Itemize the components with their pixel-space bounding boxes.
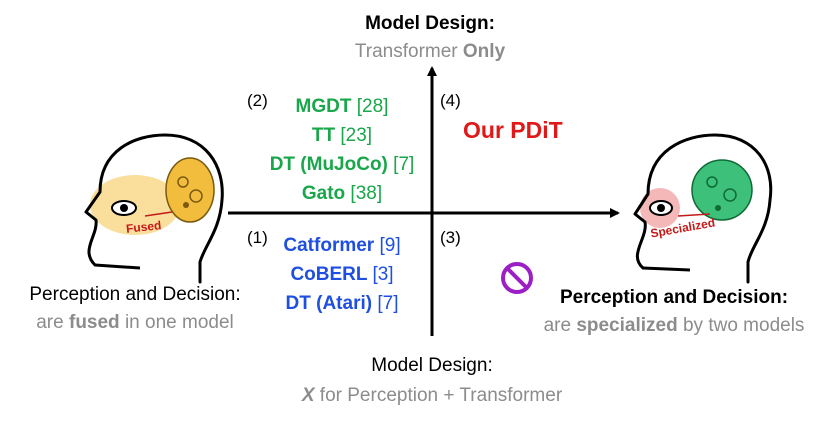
right-caption-bold: specialized xyxy=(576,315,678,336)
q2-item-ref: [38] xyxy=(350,183,383,204)
q1-item-ref: [9] xyxy=(379,235,401,256)
q2-item-ref: [23] xyxy=(340,125,373,146)
right-caption-post: by two models xyxy=(677,315,805,336)
q2-item-name: Gato xyxy=(301,183,346,204)
quadrant-label-2: (2) xyxy=(247,91,268,110)
quadrant-label-1: (1) xyxy=(247,228,268,247)
q2-item: DT (MuJoCo) [7] xyxy=(270,155,415,174)
top-axis-subtitle-bold: Only xyxy=(462,41,506,62)
q2-item-name: DT (MuJoCo) xyxy=(269,154,388,175)
q1-item: CoBERL [3] xyxy=(290,265,393,284)
right-caption-subtitle: are specialized by two models xyxy=(544,316,805,335)
left-caption-subtitle: are fused in one model xyxy=(36,313,234,332)
q1-item-name: Catformer xyxy=(283,235,375,256)
q1-item-ref: [7] xyxy=(377,293,399,314)
left-head-icon xyxy=(84,133,224,284)
bottom-axis-subtitle: X for Perception + Transformer xyxy=(302,386,562,405)
right-caption-title: Perception and Decision: xyxy=(559,287,789,308)
right-caption-pre: are xyxy=(543,315,577,336)
top-axis-subtitle-plain: Transformer xyxy=(354,41,463,62)
prohibited-icon xyxy=(501,262,533,294)
q1-item: Catformer [9] xyxy=(283,236,400,255)
q2-item: MGDT [28] xyxy=(296,97,389,116)
q1-item-name: CoBERL xyxy=(290,264,368,285)
q2-item-ref: [7] xyxy=(393,154,415,175)
left-caption-bold: fused xyxy=(68,312,120,333)
quadrant-label-3: (3) xyxy=(440,228,461,247)
bottom-axis-subtitle-rest: for Perception + Transformer xyxy=(314,385,563,406)
q2-item-name: MGDT xyxy=(295,96,352,117)
left-caption-title: Perception and Decision: xyxy=(29,284,241,305)
left-caption-post: in one model xyxy=(119,312,234,333)
top-axis-subtitle: Transformer Only xyxy=(355,42,505,61)
bottom-axis-subtitle-italic: X xyxy=(301,385,315,406)
q2-item: TT [23] xyxy=(312,126,372,145)
left-caption-pre: are xyxy=(36,312,69,333)
q2-item: Gato [38] xyxy=(302,184,382,203)
q2-item-name: TT xyxy=(311,125,336,146)
our-pdit-label: Our PDiT xyxy=(463,117,563,143)
q1-item-name: DT (Atari) xyxy=(285,293,373,314)
bottom-axis-title: Model Design: xyxy=(371,355,493,376)
top-axis-title: Model Design: xyxy=(365,13,495,34)
quadrant-label-4: (4) xyxy=(440,91,461,110)
right-head-icon xyxy=(633,133,773,284)
fused-tag: Fused xyxy=(125,218,162,236)
q1-item: DT (Atari) [7] xyxy=(286,294,399,313)
q1-item-ref: [3] xyxy=(372,264,394,285)
q2-item-ref: [28] xyxy=(356,96,389,117)
